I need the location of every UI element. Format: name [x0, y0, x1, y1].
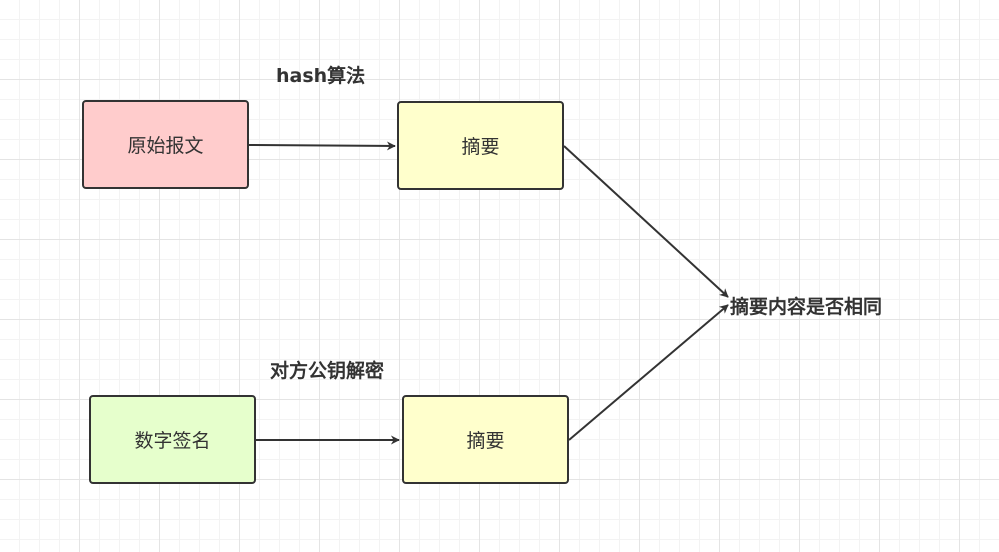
- digest-label-bottom: 摘要: [466, 430, 505, 452]
- arrow-hash: [248, 141, 396, 151]
- digital-signature-label: 数字签名: [134, 430, 211, 452]
- digital-signature-box[interactable]: 数字签名: [89, 395, 256, 484]
- original-message-box[interactable]: 原始报文: [82, 100, 249, 189]
- compare-result-label: 摘要内容是否相同: [730, 296, 883, 318]
- digest-box-bottom[interactable]: 摘要: [402, 395, 569, 484]
- arrow-digest-bottom-to-compare: [568, 304, 729, 441]
- original-message-label: 原始报文: [127, 135, 204, 157]
- digest-box-top[interactable]: 摘要: [397, 101, 564, 190]
- public-key-decrypt-label: 对方公钥解密: [270, 360, 385, 382]
- arrow-digest-top-to-compare: [563, 145, 729, 298]
- digest-label-top: 摘要: [461, 136, 500, 158]
- hash-algorithm-label: hash算法: [276, 65, 366, 87]
